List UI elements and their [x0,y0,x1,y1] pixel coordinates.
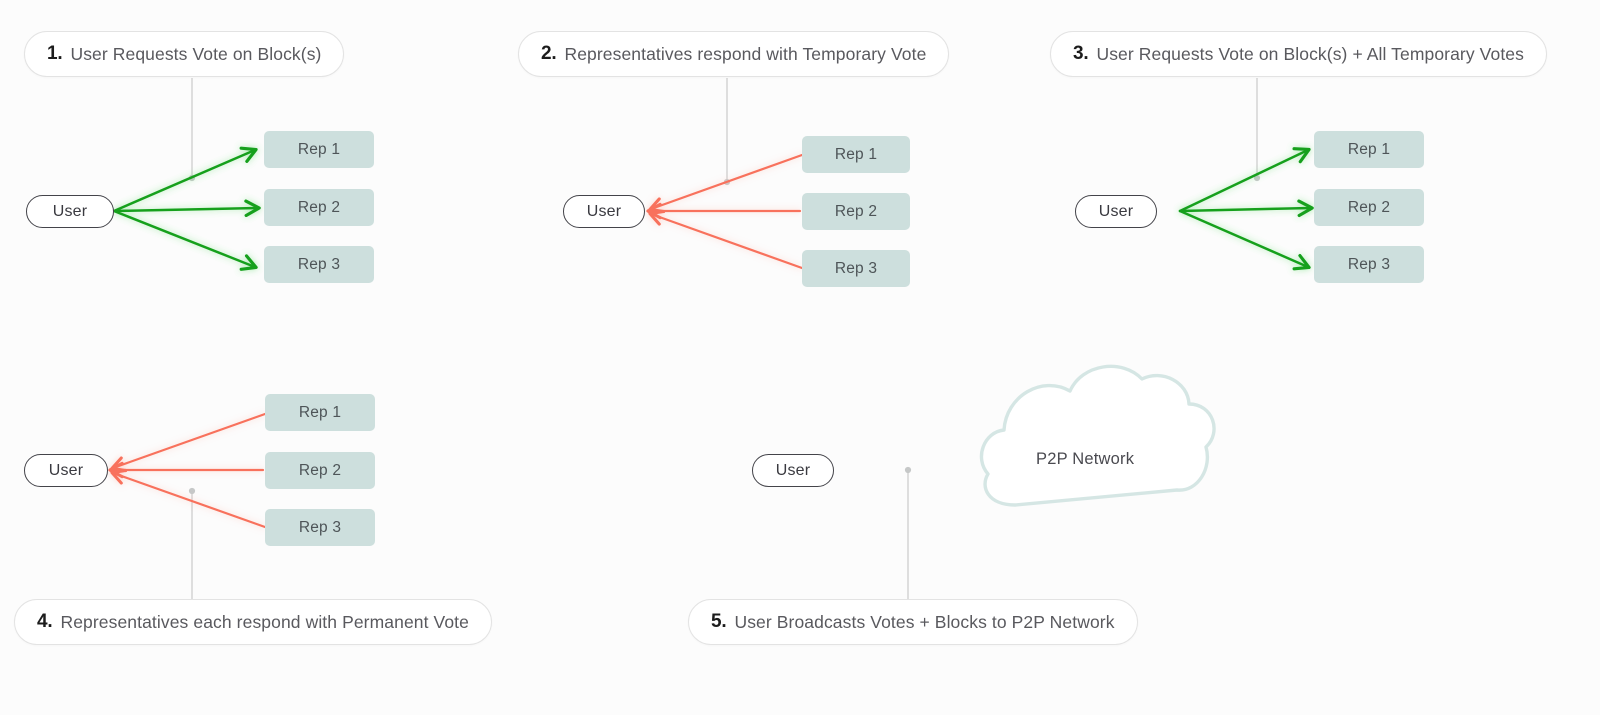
step-1-rep-2[interactable]: Rep 2 [264,189,374,226]
step-1-rep-1[interactable]: Rep 1 [264,131,374,168]
step-2-caption[interactable]: 2. Representatives respond with Temporar… [518,31,950,77]
step-2-text: Representatives respond with Temporary V… [564,43,927,64]
step-4-rep-3[interactable]: Rep 3 [265,509,375,546]
arrow-rep3-to-user [648,209,804,270]
step-4-arrows [108,412,267,529]
step-4-rep-1[interactable]: Rep 1 [265,394,375,431]
arrow-rep3-to-user [110,468,267,529]
step-2-rep-2[interactable]: Rep 2 [802,193,910,230]
step-2-number: 2. [541,43,557,64]
step-2-rep-1[interactable]: Rep 1 [802,136,910,173]
step-1-user-node[interactable]: User [26,195,114,228]
step-4-text: Representatives each respond with Perman… [60,611,469,632]
arrow-rep1-to-user [110,412,267,473]
step-3-text: User Requests Vote on Block(s) + All Tem… [1096,43,1524,64]
step-1-arrows [112,146,261,271]
step-4-number: 4. [37,611,53,632]
step-1-connector [188,78,196,182]
step-1-number: 1. [47,43,63,64]
step-3-connector [1253,78,1261,182]
step-3-arrows [1178,147,1314,271]
arrow-user-to-rep2 [1178,199,1314,218]
step-5-user-node[interactable]: User [752,454,834,487]
step-3-number: 3. [1073,43,1089,64]
arrow-user-to-rep1 [1178,147,1311,213]
step-3-rep-2[interactable]: Rep 2 [1314,189,1424,226]
step-2-connector [723,78,731,186]
arrow-rep1-to-user [648,153,804,214]
step-5-connector [904,466,912,600]
step-1-caption[interactable]: 1. User Requests Vote on Block(s) [24,31,345,77]
step-3-user-node[interactable]: User [1075,195,1157,228]
arrow-user-to-rep3 [112,209,258,271]
step-1-rep-3[interactable]: Rep 3 [264,246,374,283]
step-3-rep-1[interactable]: Rep 1 [1314,131,1424,168]
step-4-connector [188,487,196,600]
arrow-user-to-rep3 [1178,209,1311,271]
step-4-caption[interactable]: 4. Representatives each respond with Per… [14,599,492,645]
p2p-network-label: P2P Network [1036,450,1135,468]
step-2-rep-3[interactable]: Rep 3 [802,250,910,287]
step-2-arrows [646,153,804,270]
arrow-user-to-rep1 [112,146,258,213]
step-3-rep-3[interactable]: Rep 3 [1314,246,1424,283]
p2p-network-cloud [979,364,1216,507]
arrow-user-to-rep2 [112,199,261,218]
step-2-user-node[interactable]: User [563,195,645,228]
step-3-caption[interactable]: 3. User Requests Vote on Block(s) + All … [1050,31,1547,77]
step-5-caption[interactable]: 5. User Broadcasts Votes + Blocks to P2P… [688,599,1138,645]
step-4-rep-2[interactable]: Rep 2 [265,452,375,489]
step-5-number: 5. [711,611,727,632]
step-5-text: User Broadcasts Votes + Blocks to P2P Ne… [734,611,1115,632]
step-4-user-node[interactable]: User [24,454,108,487]
step-1-text: User Requests Vote on Block(s) [70,43,322,64]
